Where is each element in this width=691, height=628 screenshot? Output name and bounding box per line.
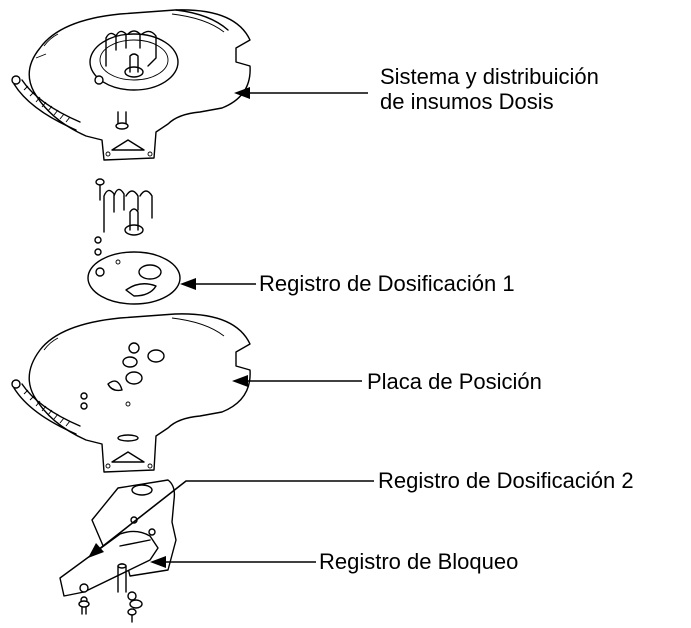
leader-arrows <box>88 87 374 568</box>
dosing-register-1-part <box>87 251 181 305</box>
position-plate-part <box>11 313 251 473</box>
top-plate-assembly <box>11 9 251 161</box>
label-lock-register: Registro de Bloqueo <box>319 549 519 574</box>
bottom-bracket-assembly <box>59 479 177 623</box>
spring-element <box>94 178 153 256</box>
label-dosing-system-line-2: de insumos Dosis <box>380 89 554 114</box>
label-dosing-register-1: Registro de Dosificación 1 <box>259 271 515 296</box>
label-position-plate: Placa de Posición <box>367 369 542 394</box>
label-dosing-system-line-1: Sistema y distribuición <box>380 64 599 89</box>
arrow-dosing-register-2 <box>97 480 374 551</box>
label-dosing-register-2: Registro de Dosificación 2 <box>378 468 634 493</box>
